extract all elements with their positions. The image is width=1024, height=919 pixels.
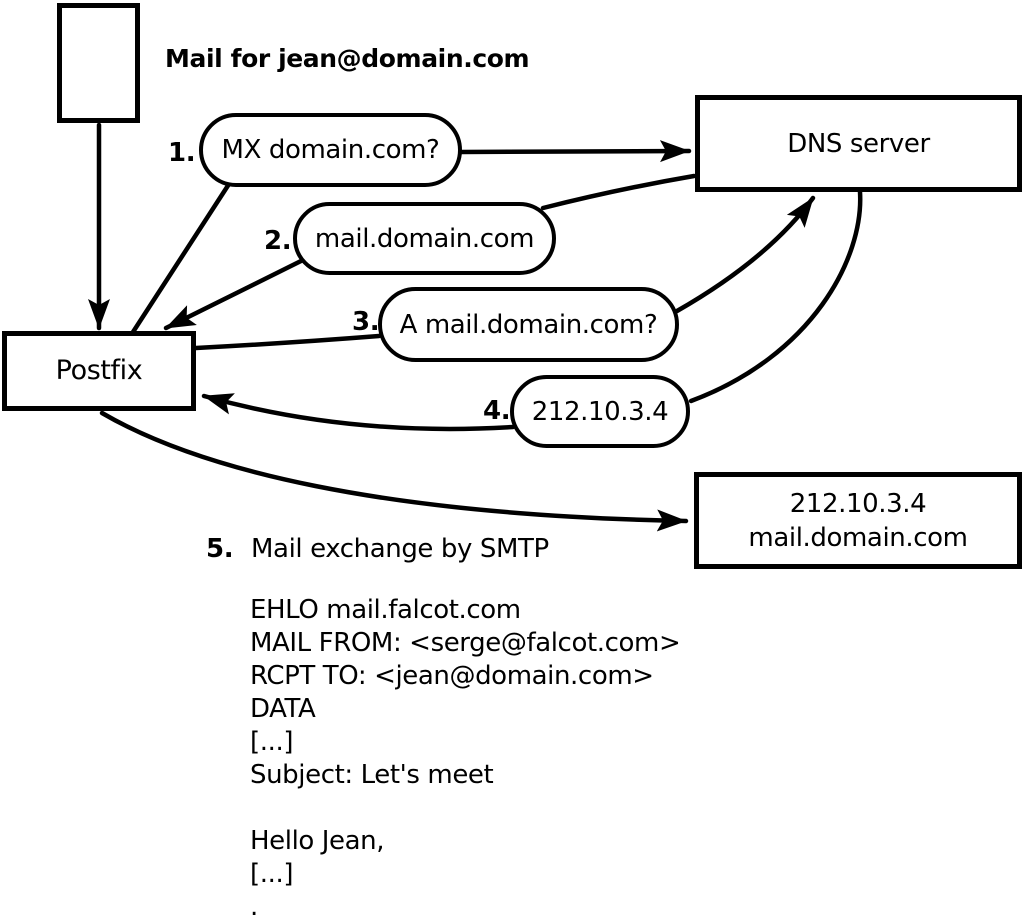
postfix-node-label: Postfix [55,355,143,386]
step2-label: mail.domain.com [314,223,535,254]
step1-mx-query-pill: MX domain.com? [199,113,462,187]
step1-number: 1. [168,138,196,168]
step4-number: 4. [483,396,511,426]
line-dns-to-step4 [688,189,863,404]
dns-server-node: DNS server [695,95,1022,192]
arrow-postfix-to-mailserver [99,410,689,532]
arrow-step4-to-postfix [201,393,516,432]
step3-label: A mail.domain.com? [399,309,658,340]
step3-a-query-pill: A mail.domain.com? [378,287,679,362]
step5-number: 5. [206,534,234,564]
line-postfix-to-step3 [193,333,382,351]
step3-number: 3. [352,307,380,337]
arrow-step3-to-dns [674,195,816,314]
step2-mx-answer-pill: mail.domain.com [293,202,556,275]
mail-server-node: 212.10.3.4 mail.domain.com [694,472,1022,569]
incoming-mail-label: Mail for jean@domain.com [165,44,530,73]
line-postfix-to-step1 [130,181,232,335]
incoming-mail-icon [57,3,140,123]
arrow-step2-to-postfix [163,258,304,331]
smtp-transcript: EHLO mail.falcot.com MAIL FROM: <serge@f… [250,595,681,919]
line-dns-to-step2 [540,173,697,211]
step4-label: 212.10.3.4 [531,396,669,427]
step1-label: MX domain.com? [221,135,440,165]
dns-server-node-label: DNS server [787,128,930,159]
arrow-step1-to-dns [458,140,692,163]
step4-a-answer-pill: 212.10.3.4 [510,375,690,448]
step5-label: Mail exchange by SMTP [251,534,549,564]
mail-server-ip: 212.10.3.4 [789,488,927,519]
postfix-node: Postfix [2,331,196,411]
step2-number: 2. [264,226,292,256]
mail-server-hostname: mail.domain.com [748,522,968,553]
